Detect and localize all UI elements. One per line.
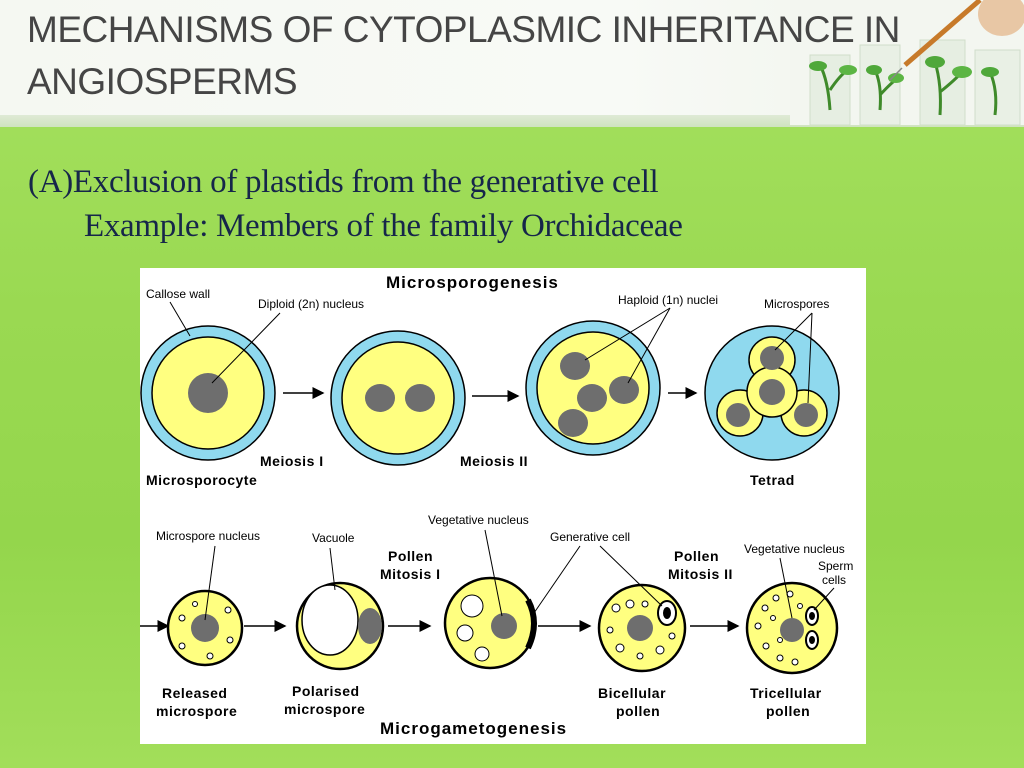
label-vegetative-nucleus-1: Vegetative nucleus bbox=[428, 513, 529, 527]
label-cells: cells bbox=[822, 573, 846, 587]
label-microspore-nucleus: Microspore nucleus bbox=[156, 529, 260, 543]
label-bicellular: Bicellular bbox=[598, 685, 666, 701]
subtitle-line-1: (A)Exclusion of plastids from the genera… bbox=[28, 164, 659, 200]
label-tricellular: Tricellular bbox=[750, 685, 822, 701]
label-microspores: Microspores bbox=[764, 297, 829, 311]
released-microspore bbox=[166, 589, 244, 667]
label-microspore-2: microspore bbox=[284, 701, 365, 717]
slide-subtitle: (A)Exclusion of plastids from the genera… bbox=[28, 160, 683, 248]
pollen-mitosis-1-cell bbox=[443, 576, 537, 670]
label-polarised: Polarised bbox=[292, 683, 360, 699]
label-microspore-1: microspore bbox=[156, 703, 237, 719]
label-tetrad: Tetrad bbox=[750, 472, 795, 488]
label-generative-cell: Generative cell bbox=[550, 530, 630, 544]
title-line-1: MECHANISMS OF CYTOPLASMIC INHERITANCE IN bbox=[27, 9, 900, 50]
heading-microsporogenesis: Microsporogenesis bbox=[386, 273, 559, 292]
polarised-microspore bbox=[295, 581, 385, 671]
label-vacuole: Vacuole bbox=[312, 531, 355, 545]
tetrad-cell bbox=[704, 325, 840, 461]
heading-microgametogenesis: Microgametogenesis bbox=[380, 719, 567, 738]
dyad-cell bbox=[330, 330, 466, 466]
label-pollen-2: Pollen bbox=[674, 548, 719, 564]
bicellular-pollen bbox=[597, 583, 687, 673]
title-line-2: ANGIOSPERMS bbox=[27, 61, 298, 102]
label-callose-wall: Callose wall bbox=[146, 287, 210, 301]
label-pollen-4: pollen bbox=[766, 703, 810, 719]
slide-title: MECHANISMS OF CYTOPLASMIC INHERITANCE IN… bbox=[27, 4, 947, 108]
label-meiosis-2: Meiosis II bbox=[460, 453, 528, 469]
label-diploid-nucleus: Diploid (2n) nucleus bbox=[258, 297, 364, 311]
label-mitosis-2: Mitosis II bbox=[668, 566, 733, 582]
label-microsporocyte: Microsporocyte bbox=[146, 472, 257, 488]
subtitle-line-2: Example: Members of the family Orchidace… bbox=[84, 208, 683, 244]
tricellular-pollen bbox=[745, 581, 839, 675]
label-released: Released bbox=[162, 685, 227, 701]
label-meiosis-1: Meiosis I bbox=[260, 453, 324, 469]
label-sperm: Sperm bbox=[818, 559, 853, 573]
label-mitosis-1: Mitosis I bbox=[380, 566, 441, 582]
label-vegetative-nucleus-2: Vegetative nucleus bbox=[744, 542, 845, 556]
microsporocyte-cell bbox=[140, 325, 276, 461]
label-pollen-3: pollen bbox=[616, 703, 660, 719]
label-pollen-1: Pollen bbox=[388, 548, 433, 564]
label-haploid-nuclei: Haploid (1n) nuclei bbox=[618, 293, 718, 307]
four-nuclei-cell bbox=[525, 320, 661, 456]
figure-diagram: Microsporogenesis Microgametogenesis bbox=[140, 273, 853, 738]
pollen-development-figure: Microsporogenesis Microgametogenesis bbox=[140, 268, 866, 744]
header-divider bbox=[0, 115, 1024, 127]
lab-plants-decoration bbox=[790, 0, 1024, 125]
